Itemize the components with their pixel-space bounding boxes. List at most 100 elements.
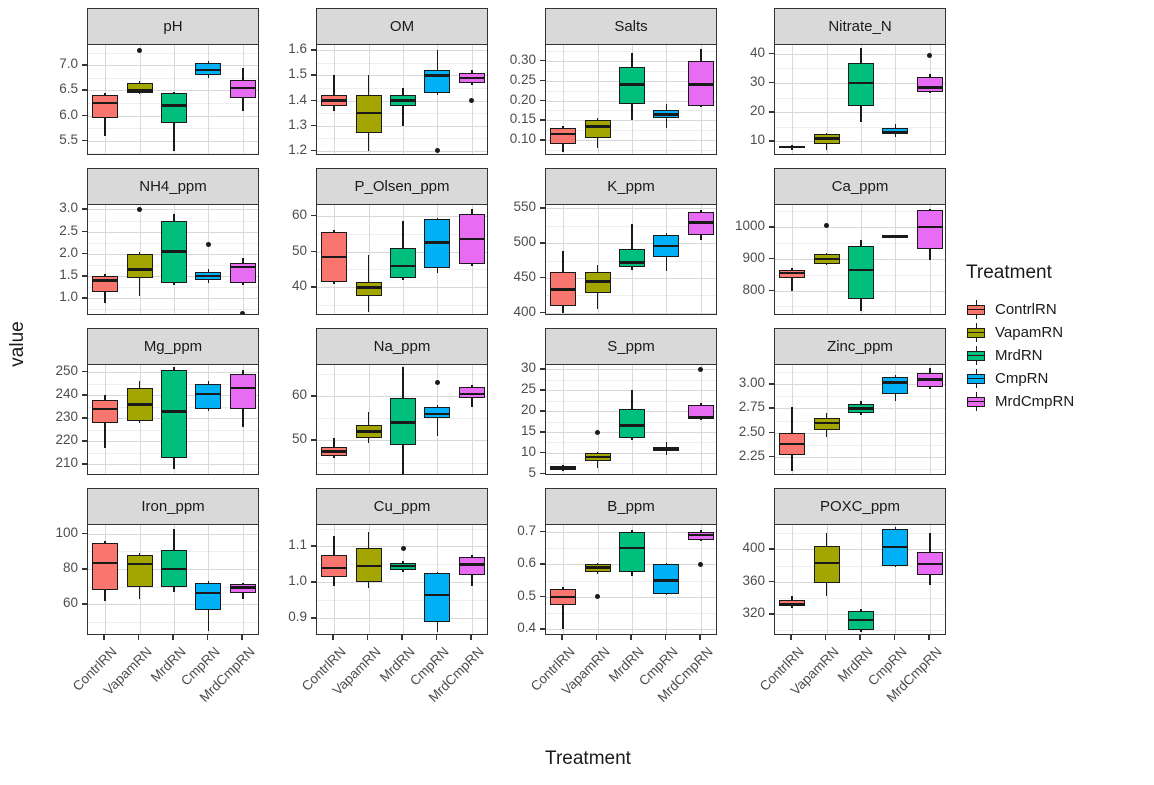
boxplot-median bbox=[916, 562, 943, 566]
gridline-major bbox=[546, 452, 716, 454]
y-tick-mark bbox=[82, 208, 87, 210]
boxplot-outlier bbox=[698, 561, 704, 567]
y-tick-label: 20 bbox=[749, 103, 765, 119]
whisker-upper bbox=[929, 367, 931, 373]
boxplot-box-VapamRN bbox=[126, 253, 153, 279]
whisker-lower bbox=[562, 305, 564, 313]
boxplot-median bbox=[848, 407, 874, 410]
gridline-major bbox=[546, 243, 716, 245]
gridline-vertical bbox=[208, 365, 210, 474]
whisker-upper bbox=[367, 532, 370, 549]
boxplot-box-MrdCmpRN bbox=[916, 209, 943, 250]
whisker-upper bbox=[436, 217, 439, 220]
y-tick-label: 30 bbox=[749, 73, 765, 89]
y-tick-mark bbox=[540, 119, 545, 121]
y-tick-label: 800 bbox=[742, 281, 765, 297]
gridline-minor bbox=[546, 130, 716, 132]
gridline-major bbox=[317, 215, 487, 217]
y-tick-mark bbox=[769, 81, 774, 84]
whisker-lower bbox=[242, 282, 244, 285]
boxplot-median bbox=[653, 447, 680, 451]
gridline-minor bbox=[317, 305, 487, 307]
y-tick-mark bbox=[540, 451, 545, 454]
y-tick-mark bbox=[540, 595, 545, 598]
boxplot-median bbox=[584, 125, 611, 128]
boxplot-median bbox=[458, 76, 485, 80]
gridline-major bbox=[546, 208, 716, 210]
boxplot-median bbox=[584, 455, 611, 459]
gridline-major bbox=[775, 432, 945, 434]
whisker-upper bbox=[860, 47, 862, 63]
y-tick-mark bbox=[311, 49, 316, 51]
gridline-minor bbox=[317, 138, 487, 140]
gridline-minor bbox=[88, 621, 258, 623]
y-tick-label: 10 bbox=[749, 132, 765, 148]
x-tick-mark bbox=[366, 635, 369, 640]
y-tick-label: 3.00 bbox=[738, 375, 765, 391]
gridline-vertical bbox=[105, 205, 107, 314]
gridline-minor bbox=[88, 309, 258, 311]
whisker-upper bbox=[894, 123, 897, 129]
boxplot-median bbox=[390, 421, 416, 424]
y-tick-label: 5 bbox=[528, 464, 536, 480]
whisker-lower bbox=[825, 263, 828, 266]
whisker-upper bbox=[402, 367, 404, 399]
gridline-vertical bbox=[403, 525, 404, 634]
y-tick-mark bbox=[311, 545, 316, 547]
y-tick-label: 1.4 bbox=[288, 91, 307, 107]
boxplot-median bbox=[882, 381, 909, 384]
x-tick-mark bbox=[824, 635, 827, 640]
gridline-minor bbox=[546, 580, 716, 582]
y-tick-label: 6.0 bbox=[59, 106, 78, 122]
facet-strip-label: Ca_ppm bbox=[774, 168, 946, 205]
gridline-vertical bbox=[861, 365, 862, 474]
y-tick-mark bbox=[769, 407, 774, 409]
boxplot-median bbox=[92, 101, 119, 105]
gridline-major bbox=[88, 298, 258, 300]
y-tick-mark bbox=[311, 581, 316, 583]
whisker-lower bbox=[436, 418, 439, 437]
whisker-upper bbox=[104, 92, 106, 96]
y-tick-label: 0.30 bbox=[509, 51, 536, 67]
whisker-lower bbox=[333, 105, 335, 111]
boxplot-median bbox=[882, 545, 909, 549]
facet-panel bbox=[545, 524, 717, 635]
gridline-vertical bbox=[861, 525, 862, 634]
gridline-minor bbox=[775, 630, 945, 632]
facet-strip-label: B_ppm bbox=[545, 488, 717, 525]
gridline-major bbox=[546, 390, 716, 392]
gridline-minor bbox=[775, 126, 945, 128]
whisker-upper bbox=[860, 400, 862, 404]
y-tick-mark bbox=[82, 252, 87, 255]
whisker-upper bbox=[894, 527, 897, 530]
gridline-minor bbox=[317, 462, 487, 464]
y-tick-label: 0.7 bbox=[517, 522, 536, 538]
facet-strip-label: NH4_ppm bbox=[87, 168, 259, 205]
y-tick-mark bbox=[82, 139, 87, 142]
boxplot-box-CmpRN bbox=[424, 573, 451, 622]
boxplot-median bbox=[550, 288, 577, 291]
boxplot-box-VapamRN bbox=[126, 82, 153, 93]
whisker-lower bbox=[894, 134, 897, 137]
whisker-lower bbox=[860, 413, 862, 416]
gridline-major bbox=[775, 227, 945, 229]
x-tick-mark bbox=[859, 635, 861, 640]
whisker-lower bbox=[207, 408, 210, 412]
whisker-upper bbox=[860, 609, 862, 611]
gridline-vertical bbox=[632, 525, 633, 634]
boxplot-median bbox=[126, 562, 153, 565]
whisker-lower bbox=[860, 298, 862, 312]
whisker-upper bbox=[471, 208, 473, 214]
whisker-upper bbox=[596, 265, 599, 273]
whisker-lower bbox=[471, 398, 473, 408]
whisker-lower bbox=[596, 461, 599, 468]
gridline-vertical bbox=[208, 45, 210, 154]
gridline-minor bbox=[546, 150, 716, 152]
gridline-vertical bbox=[895, 205, 897, 314]
whisker-lower bbox=[791, 606, 793, 608]
gridline-vertical bbox=[563, 525, 565, 634]
